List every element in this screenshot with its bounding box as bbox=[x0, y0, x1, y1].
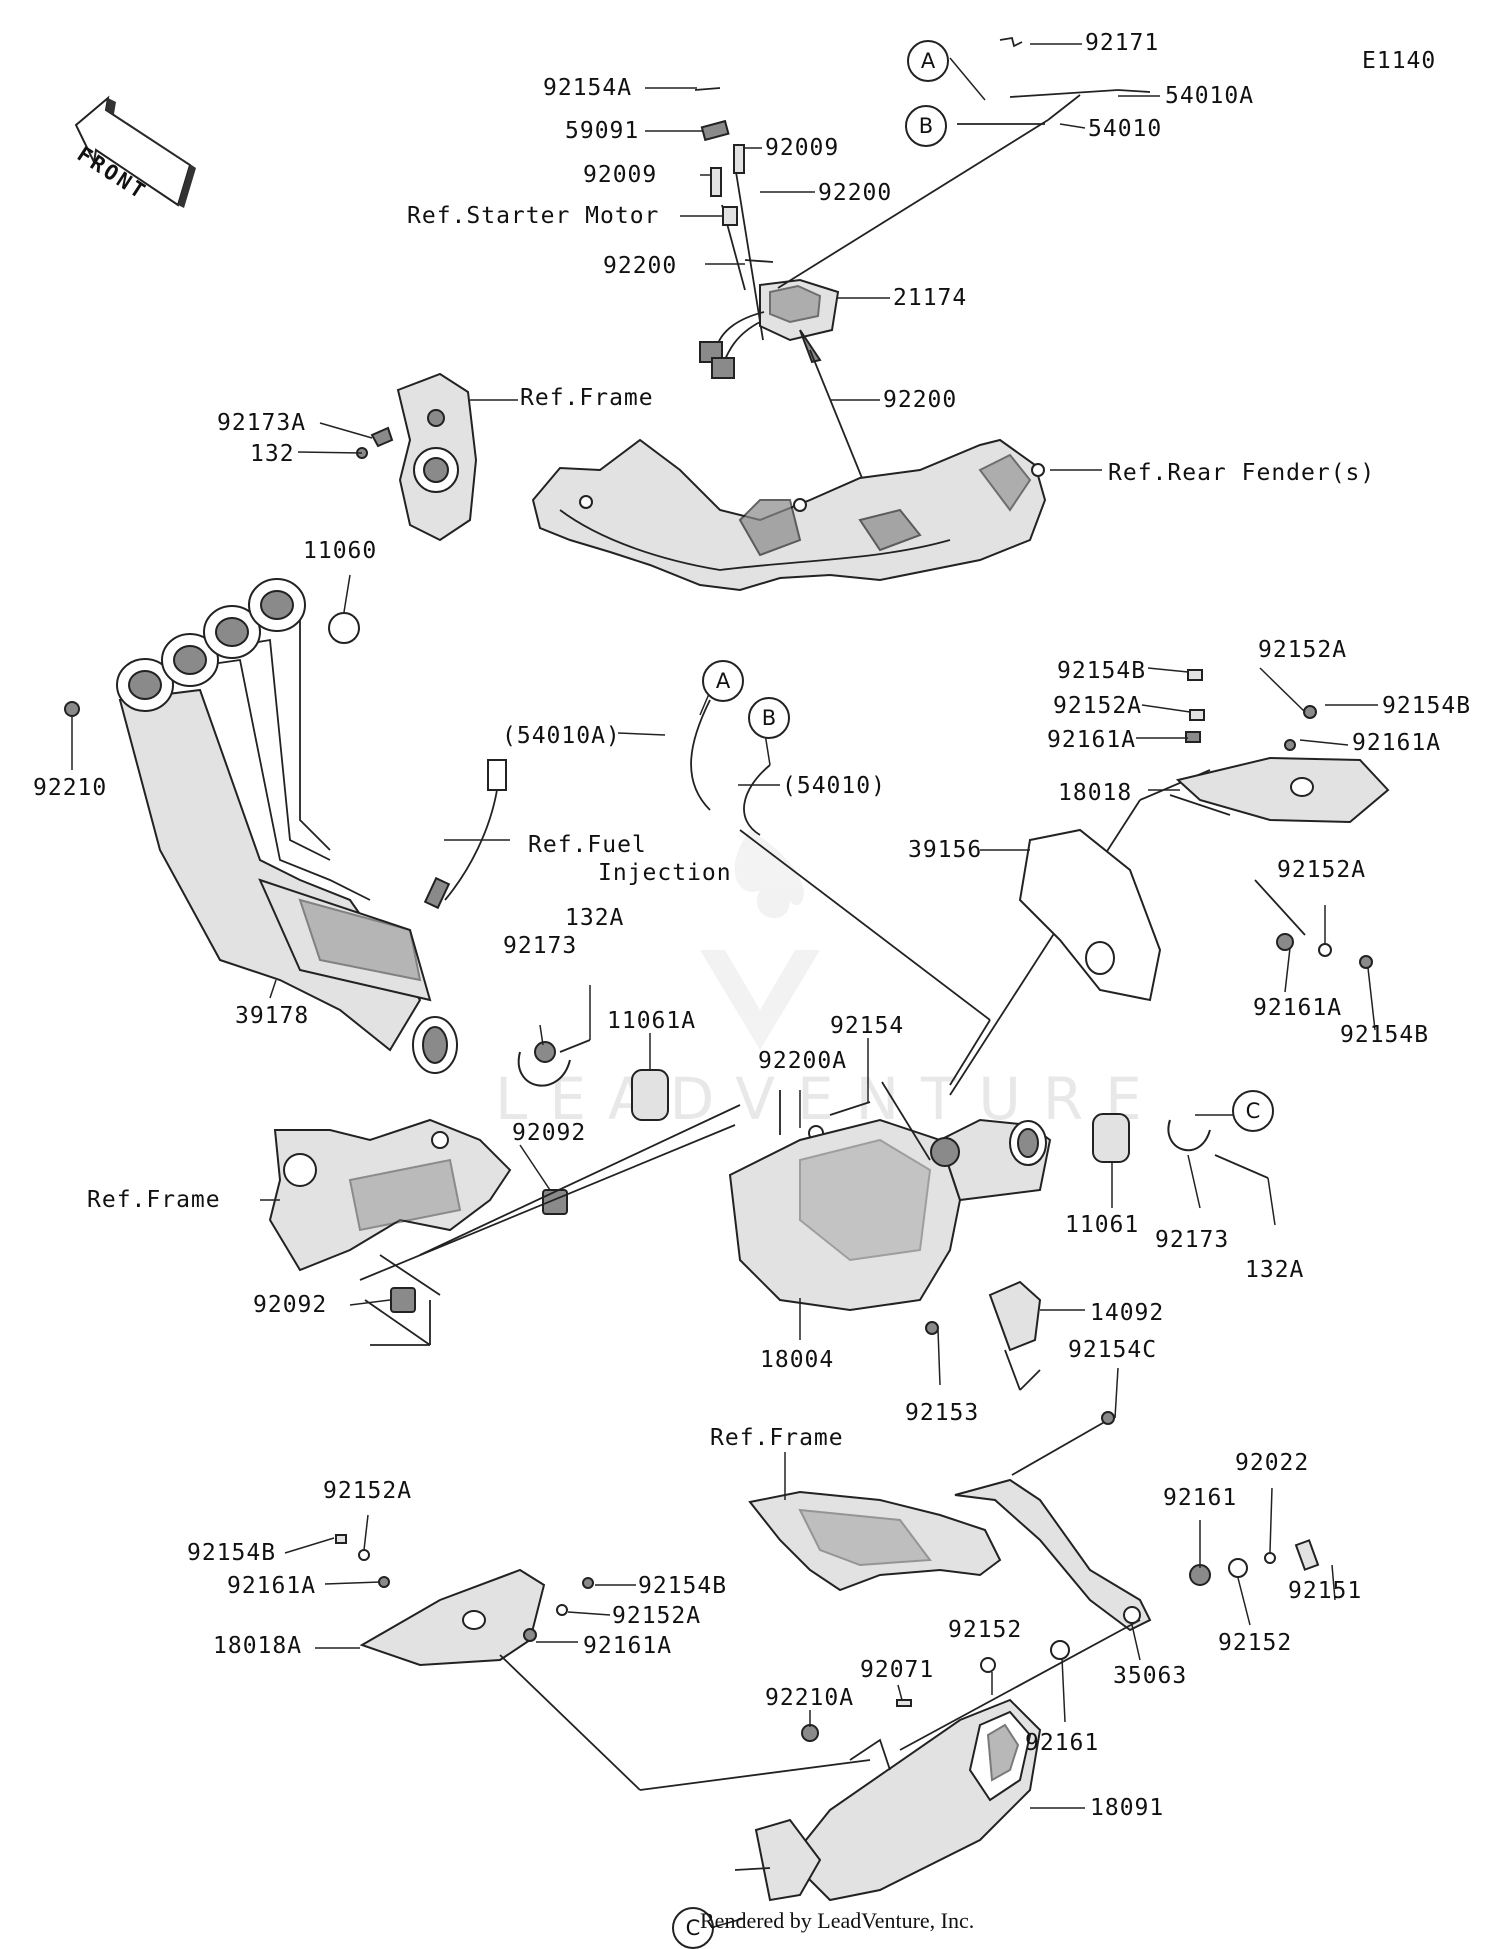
part-label[interactable]: 92152A bbox=[1053, 693, 1143, 719]
part-label[interactable]: 18004 bbox=[760, 1347, 835, 1373]
part-label[interactable]: 54010A bbox=[1165, 83, 1255, 109]
part-label[interactable]: (54010) bbox=[782, 773, 886, 799]
part-label[interactable]: 92154 bbox=[830, 1013, 905, 1039]
front-arrow-icon bbox=[74, 95, 196, 208]
part-label[interactable]: 92152A bbox=[1258, 637, 1348, 663]
part-label[interactable]: 92161A bbox=[1253, 995, 1343, 1021]
part-label[interactable]: 92092 bbox=[512, 1120, 587, 1146]
part-label[interactable]: 92154B bbox=[1057, 658, 1147, 684]
part-label[interactable]: 92200A bbox=[758, 1048, 848, 1074]
ref-label[interactable]: Injection bbox=[598, 860, 732, 886]
part-label[interactable]: 39178 bbox=[235, 1003, 310, 1029]
part-label[interactable]: 39156 bbox=[908, 837, 983, 863]
watermark-logo bbox=[700, 830, 820, 1050]
part-label[interactable]: 92154C bbox=[1068, 1337, 1158, 1363]
ref-label[interactable]: Ref.Frame bbox=[710, 1425, 844, 1451]
part-label[interactable]: 92171 bbox=[1085, 30, 1160, 56]
part-label[interactable]: 11061 bbox=[1065, 1212, 1140, 1238]
ref-label[interactable]: Ref.Rear Fender(s) bbox=[1108, 460, 1376, 486]
frame-bracket-lower bbox=[748, 1411, 1320, 1632]
part-label[interactable]: 18091 bbox=[1090, 1795, 1165, 1821]
part-label[interactable]: 92009 bbox=[583, 162, 658, 188]
part-label[interactable]: 92210A bbox=[765, 1685, 855, 1711]
part-label[interactable]: 92154B bbox=[1382, 693, 1472, 719]
part-label[interactable]: 92161A bbox=[583, 1633, 673, 1659]
part-label[interactable]: 92154B bbox=[1340, 1022, 1430, 1048]
end-silencer bbox=[734, 1619, 1141, 1902]
part-label[interactable]: 92009 bbox=[765, 135, 840, 161]
diagram-id: E1140 bbox=[1362, 48, 1437, 74]
part-label[interactable]: 92022 bbox=[1235, 1450, 1310, 1476]
part-label[interactable]: 92161A bbox=[227, 1573, 317, 1599]
part-label[interactable]: 14092 bbox=[1090, 1300, 1165, 1326]
part-label[interactable]: 92092 bbox=[253, 1292, 328, 1318]
part-label[interactable]: 92153 bbox=[905, 1400, 980, 1426]
exup-actuator-assembly bbox=[694, 36, 1151, 479]
part-label[interactable]: 92173 bbox=[1155, 1227, 1230, 1253]
frame-bracket-upper bbox=[356, 372, 478, 542]
part-label[interactable]: 92154A bbox=[543, 75, 633, 101]
ref-label[interactable]: Ref.Starter Motor bbox=[407, 203, 660, 229]
upper-heat-guard bbox=[1018, 669, 1390, 1002]
part-label[interactable]: 132A bbox=[565, 905, 625, 931]
exhaust-header-pipes bbox=[64, 578, 458, 1074]
callout-a-top: A bbox=[907, 40, 949, 82]
callout-b-top: B bbox=[905, 105, 947, 147]
part-label[interactable]: 92152A bbox=[323, 1478, 413, 1504]
part-label[interactable]: 92200 bbox=[818, 180, 893, 206]
ref-label[interactable]: Ref.Frame bbox=[520, 385, 654, 411]
part-label[interactable]: 18018 bbox=[1058, 780, 1133, 806]
part-label[interactable]: 11061A bbox=[607, 1008, 697, 1034]
part-label[interactable]: 92200 bbox=[883, 387, 958, 413]
part-label[interactable]: 11060 bbox=[303, 538, 378, 564]
part-label[interactable]: 92161A bbox=[1047, 727, 1137, 753]
frame-bracket-middle bbox=[268, 1104, 741, 1346]
part-label[interactable]: 92154B bbox=[187, 1540, 277, 1566]
part-label[interactable]: 92152A bbox=[1277, 857, 1367, 883]
part-label[interactable]: 92161 bbox=[1025, 1730, 1100, 1756]
part-label[interactable]: 59091 bbox=[565, 118, 640, 144]
cable-routing-lines bbox=[690, 699, 1306, 1096]
part-label[interactable]: 92152A bbox=[612, 1603, 702, 1629]
part-label[interactable]: 92154B bbox=[638, 1573, 728, 1599]
ref-label[interactable]: Ref.Frame bbox=[87, 1187, 221, 1213]
footer-credit: Rendered by LeadVenture, Inc. bbox=[700, 1908, 975, 1933]
part-label[interactable]: 92200 bbox=[603, 253, 678, 279]
part-label[interactable]: 92071 bbox=[860, 1657, 935, 1683]
part-label[interactable]: 92151 bbox=[1288, 1578, 1363, 1604]
part-label[interactable]: 92173 bbox=[503, 933, 578, 959]
part-label[interactable]: (54010A) bbox=[502, 723, 621, 749]
callout-b-mid: B bbox=[748, 697, 790, 739]
callout-a-mid: A bbox=[702, 660, 744, 702]
part-label[interactable]: 92161A bbox=[1352, 730, 1442, 756]
part-label[interactable]: 18018A bbox=[213, 1633, 303, 1659]
lower-heat-guard bbox=[335, 1534, 871, 1791]
part-label[interactable]: 35063 bbox=[1113, 1663, 1188, 1689]
part-label[interactable]: 54010 bbox=[1088, 116, 1163, 142]
part-label[interactable]: 92152 bbox=[948, 1617, 1023, 1643]
part-label[interactable]: 92173A bbox=[217, 410, 307, 436]
part-label[interactable]: 132A bbox=[1245, 1257, 1305, 1283]
part-label[interactable]: 92161 bbox=[1163, 1485, 1238, 1511]
exhaust-chamber bbox=[728, 1081, 1052, 1391]
part-label[interactable]: 21174 bbox=[893, 285, 968, 311]
part-label[interactable]: 92152 bbox=[1218, 1630, 1293, 1656]
rear-fender-assembly bbox=[531, 438, 1047, 592]
callout-c-mid: C bbox=[1232, 1090, 1274, 1132]
part-label[interactable]: 92210 bbox=[33, 775, 108, 801]
part-label[interactable]: 132 bbox=[250, 441, 295, 467]
ref-label[interactable]: Ref.Fuel bbox=[528, 832, 647, 858]
o2-sensor bbox=[423, 759, 507, 910]
leader-lines bbox=[71, 43, 1378, 1929]
